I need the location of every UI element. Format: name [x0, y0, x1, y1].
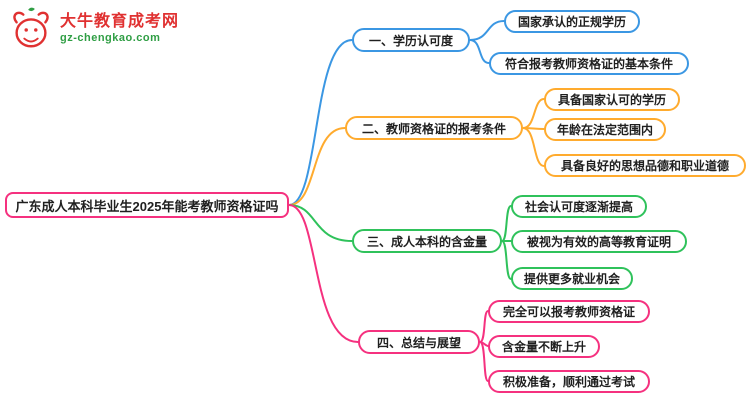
connector-branch-4-child-1 — [479, 310, 489, 343]
site-url: gz-chengkao.com — [60, 32, 161, 45]
branch-3-child-1: 社会认可度逐渐提高 — [511, 195, 647, 218]
site-name: 大牛教育成考网 — [60, 13, 180, 31]
connector-branch-3-child-3 — [501, 240, 512, 280]
connector-branch-3-child-1 — [501, 205, 512, 242]
connector-branch-2-child-3 — [522, 127, 545, 167]
branch-3-child-3: 提供更多就业机会 — [511, 267, 633, 290]
branch-2-child-1: 具备国家认可的学历 — [544, 88, 680, 111]
branch-4-child-2: 含金量不断上升 — [488, 335, 600, 358]
branch-2-child-3: 具备良好的思想品德和职业道德 — [544, 154, 746, 177]
connector-branch-1-child-1 — [469, 20, 505, 41]
branch-1-child-2: 符合报考教师资格证的基本条件 — [489, 52, 689, 75]
connector-root-branch-4 — [288, 204, 359, 343]
connector-branch-1-child-2 — [469, 39, 490, 64]
branch-3: 三、成人本科的含金量 — [352, 229, 502, 253]
connector-root-branch-2 — [288, 127, 346, 206]
connector-branch-4-child-3 — [479, 341, 489, 382]
connector-root-branch-3 — [288, 204, 353, 242]
branch-4-child-3: 积极准备，顺利通过考试 — [488, 370, 650, 393]
branch-4-child-1: 完全可以报考教师资格证 — [488, 300, 650, 323]
branch-2: 二、教师资格证的报考条件 — [345, 116, 523, 140]
branch-3-child-2: 被视为有效的高等教育证明 — [511, 230, 687, 253]
branch-1: 一、学历认可度 — [352, 28, 470, 52]
root-topic: 广东成人本科毕业生2025年能考教师资格证吗 — [5, 192, 289, 218]
cow-logo-icon — [13, 7, 49, 48]
branch-4: 四、总结与展望 — [358, 330, 480, 354]
connector-branch-2-child-1 — [522, 98, 545, 129]
branch-1-child-1: 国家承认的正规学历 — [504, 10, 640, 33]
connector-root-branch-1 — [288, 39, 353, 206]
branch-2-child-2: 年龄在法定范围内 — [544, 118, 666, 141]
site-logo[interactable]: 大牛教育成考网 gz-chengkao.com — [8, 6, 179, 52]
